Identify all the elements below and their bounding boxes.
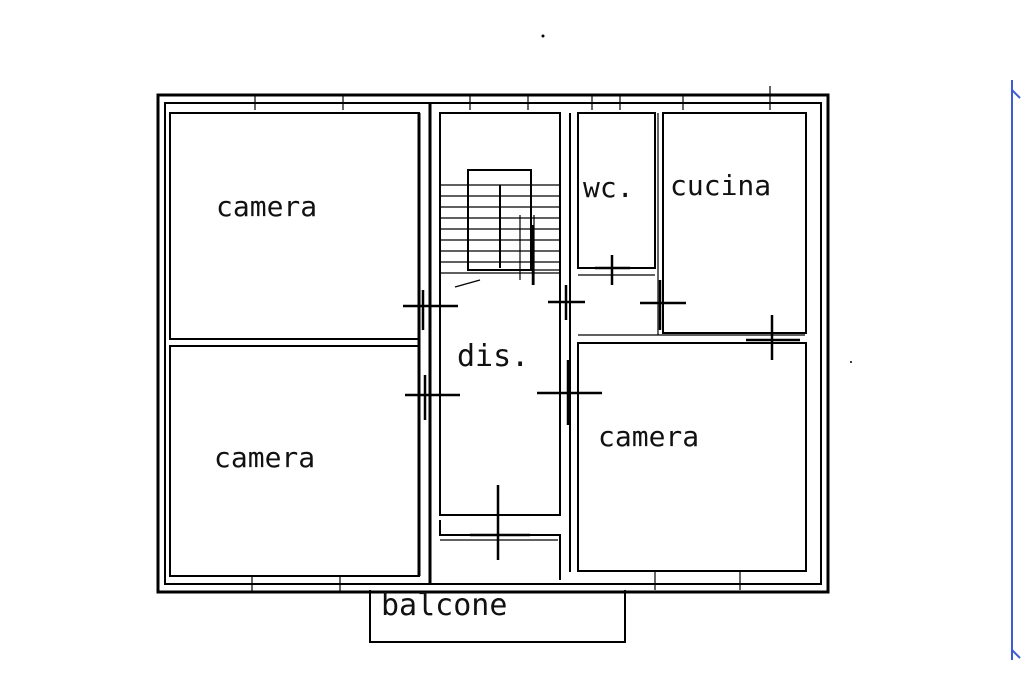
room-label-balcone: balcone bbox=[381, 588, 507, 623]
outer-walls bbox=[156, 86, 830, 594]
room-label-camera-top-left: camera bbox=[216, 190, 317, 223]
right-room bbox=[577, 342, 807, 572]
room-label-cucina: cucina bbox=[670, 169, 771, 202]
left-rooms bbox=[169, 103, 432, 584]
room-label-dis: dis. bbox=[457, 339, 529, 374]
edge-accent bbox=[1011, 80, 1021, 660]
wc-and-kitchen bbox=[577, 112, 807, 336]
stray-dot bbox=[541, 34, 545, 38]
stray-dot bbox=[850, 361, 852, 363]
room-label-camera-right: camera bbox=[598, 420, 699, 453]
stair-and-corridor bbox=[439, 112, 571, 572]
door-marks bbox=[403, 225, 800, 560]
room-label-camera-bottom-left: camera bbox=[214, 441, 315, 474]
room-label-wc: wc. bbox=[583, 171, 634, 204]
